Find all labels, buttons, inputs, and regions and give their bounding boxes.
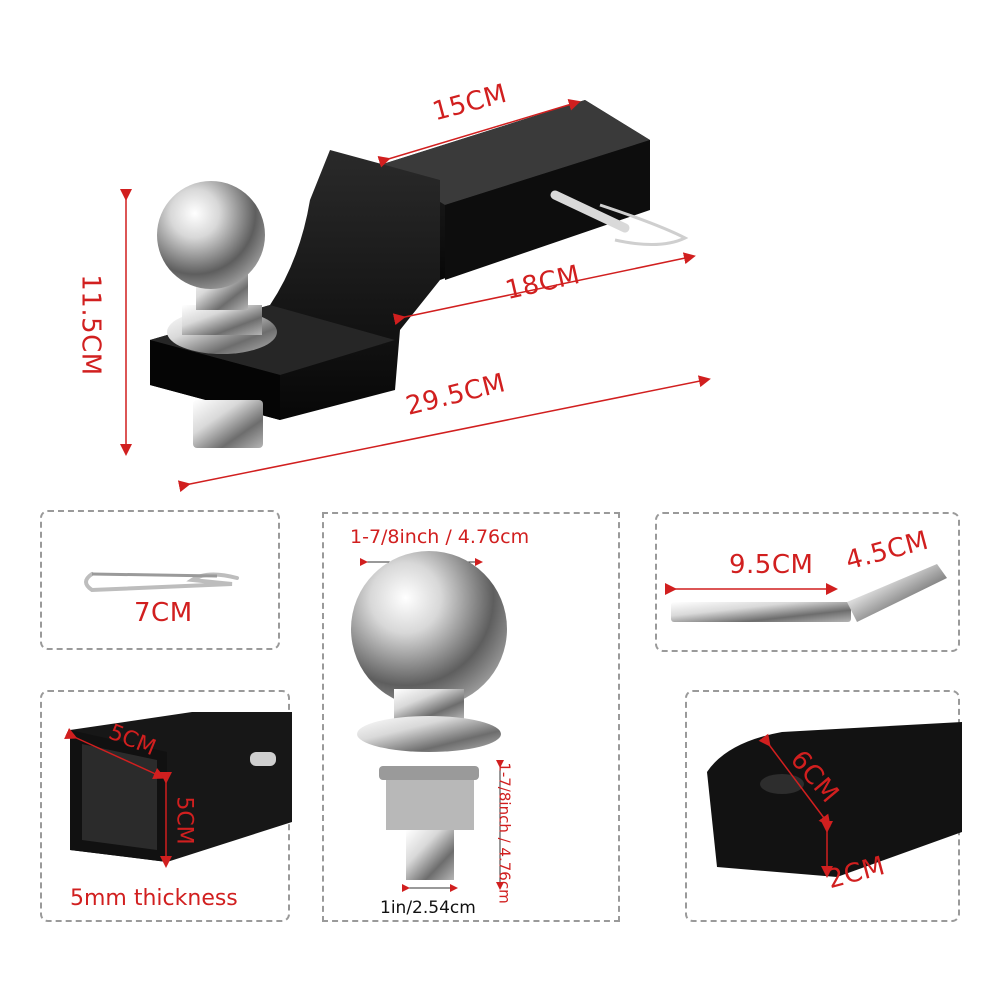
hitch-ball-detail — [351, 551, 507, 892]
panel-pin: 9.5CM 4.5CM — [655, 512, 960, 652]
panel-clip: 7CM — [40, 510, 280, 650]
dim-label-height: 11.5CM — [75, 274, 106, 376]
hitch-pin-icon — [665, 564, 947, 622]
shank-diameter-label: 1in/2.54cm — [380, 898, 476, 918]
dim-line-29cm — [177, 375, 711, 493]
dim-line-15cm — [377, 98, 581, 168]
panel-ball: 1-7/8inch / 4.76cm 1-7/8inch / 4.76cm 1i… — [322, 512, 620, 922]
receiver-thickness-note: 5mm thickness — [70, 886, 238, 911]
clip-length-label: 7CM — [134, 598, 193, 628]
panel-receiver: 5CM 5CM 5mm thickness — [40, 690, 292, 922]
drop-mount-detail — [707, 722, 962, 878]
dim-line-18cm — [392, 252, 696, 326]
main-hitch-pin — [550, 190, 689, 247]
receiver-height-label: 5CM — [171, 796, 197, 845]
ball-height-label: 1-7/8inch / 4.76cm — [495, 762, 514, 904]
panel-shank: 6CM 2CM — [685, 690, 962, 922]
main-hitch-ball — [157, 181, 277, 448]
ball-diameter-label: 1-7/8inch / 4.76cm — [350, 526, 530, 548]
receiver-tube-detail — [64, 712, 292, 868]
hairpin-clip-icon — [84, 572, 239, 593]
pin-length-label: 9.5CM — [729, 550, 814, 580]
